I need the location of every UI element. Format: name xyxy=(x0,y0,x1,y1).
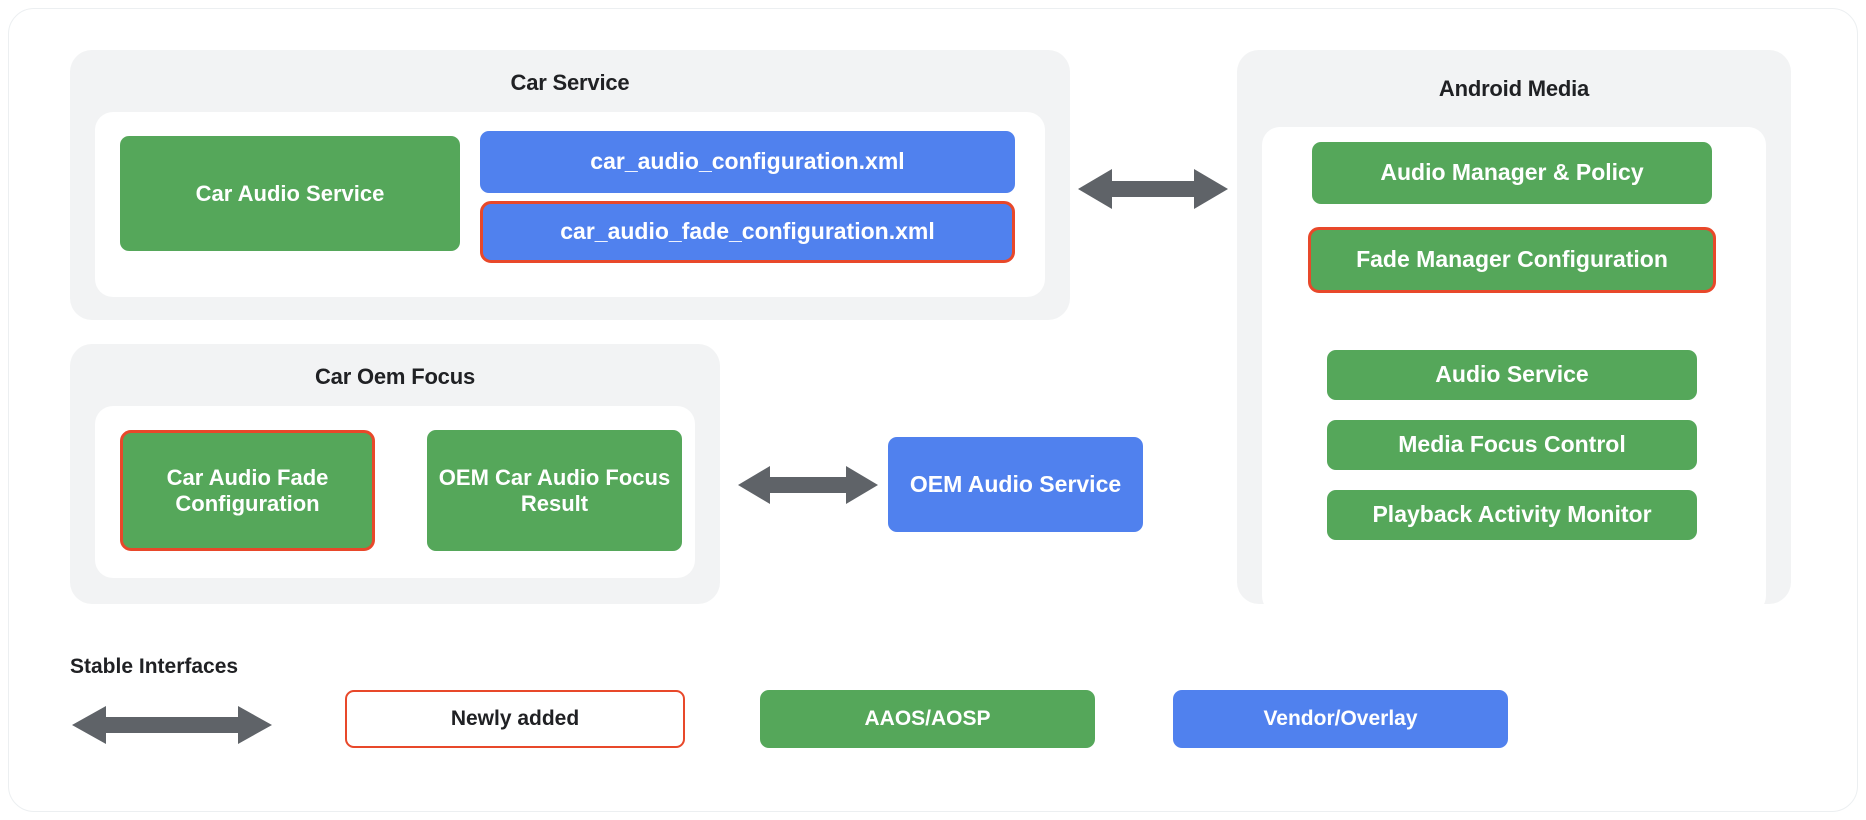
node-audio-manager-and-policy[interactable]: Audio Manager & Policy xyxy=(1312,142,1712,204)
node-car-audio-fade-configuration[interactable]: Car Audio Fade Configuration xyxy=(120,430,375,551)
legend-item-vendor-overlay[interactable]: Vendor/Overlay xyxy=(1173,690,1508,748)
node-car-audio-service[interactable]: Car Audio Service xyxy=(120,136,460,251)
group-car-service-title: Car Service xyxy=(510,70,630,95)
group-car-oem-focus-title: Car Oem Focus xyxy=(314,364,475,389)
node-car-audio-fade-configuration-xml[interactable]: car_audio_fade_configuration.xml xyxy=(480,201,1015,263)
node-car-audio-configuration-xml[interactable]: car_audio_configuration.xml xyxy=(480,131,1015,193)
connector-car-oem-focus-to-oem-audio-service xyxy=(738,466,878,504)
group-android-media: Android Media Audio Manager & Policy Fad… xyxy=(1237,50,1791,614)
group-car-service: Car Service Car Audio Service car_audio_… xyxy=(70,50,1070,320)
node-media-focus-control[interactable]: Media Focus Control xyxy=(1327,420,1697,470)
group-android-media-title: Android Media xyxy=(1438,76,1590,101)
legend-item-aaos-aosp[interactable]: AAOS/AOSP xyxy=(760,690,1095,748)
node-fade-manager-configuration[interactable]: Fade Manager Configuration xyxy=(1308,227,1716,293)
legend-title: Stable Interfaces xyxy=(70,655,239,678)
group-car-oem-focus: Car Oem Focus Car Audio Fade Configurati… xyxy=(70,344,720,604)
legend-item-newly-added[interactable]: Newly added xyxy=(345,690,685,748)
node-playback-activity-monitor[interactable]: Playback Activity Monitor xyxy=(1327,490,1697,540)
connector-car-service-to-android-media xyxy=(1078,169,1228,209)
node-oem-car-audio-focus-result[interactable]: OEM Car Audio Focus Result xyxy=(427,430,682,551)
legend-double-arrow-icon xyxy=(72,706,272,744)
node-oem-audio-service[interactable]: OEM Audio Service xyxy=(888,437,1143,532)
node-audio-service[interactable]: Audio Service xyxy=(1327,350,1697,400)
